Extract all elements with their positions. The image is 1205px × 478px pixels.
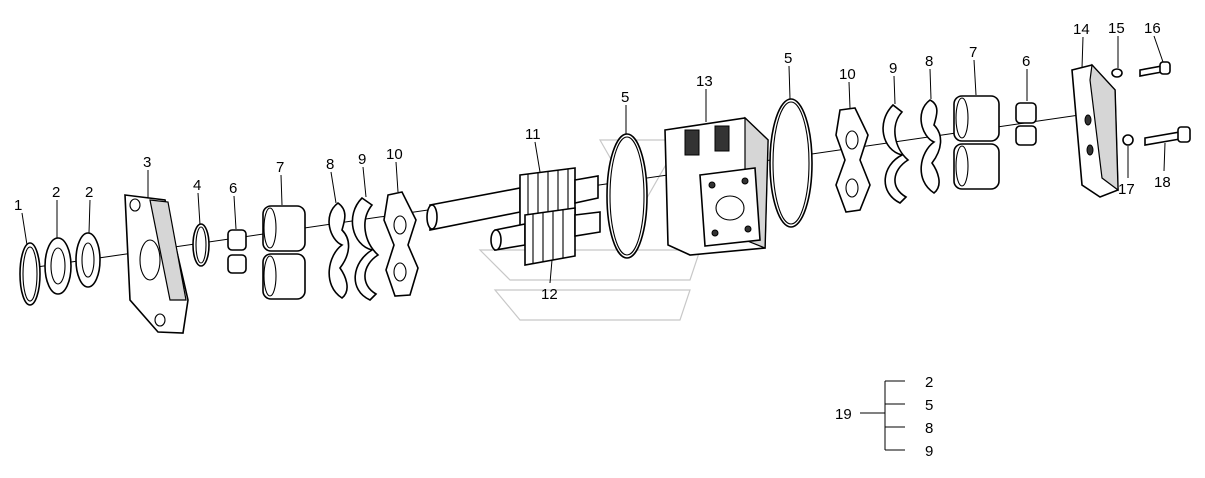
- part-6-bushing: [227, 229, 247, 274]
- callout: 1: [14, 197, 22, 214]
- callout: 9: [358, 151, 366, 168]
- part-5-o-ring: [606, 133, 648, 259]
- callout: 18: [1154, 174, 1171, 191]
- callout: 2: [52, 184, 60, 201]
- callout: 10: [839, 66, 856, 83]
- callout: 12: [541, 286, 558, 303]
- part-16-bolt: [1139, 61, 1171, 77]
- callout: 16: [1144, 20, 1161, 37]
- part-4-o-ring: [192, 223, 210, 267]
- callout: 7: [276, 159, 284, 176]
- part-10-wear-plate-second: [835, 107, 871, 213]
- part-18-bolt: [1144, 126, 1191, 146]
- callout: 4: [193, 177, 201, 194]
- part-6-bushing-second: [1015, 102, 1037, 146]
- callout: 11: [525, 126, 541, 143]
- part-5-o-ring-second: [769, 98, 813, 228]
- part-15-washer: [1111, 68, 1123, 78]
- callout: 2: [85, 184, 93, 201]
- part-7-bearing-second: [953, 95, 1000, 190]
- part-10-wear-plate: [383, 191, 419, 297]
- callout: 8: [326, 156, 334, 173]
- leader-lines: [21, 35, 1166, 284]
- part-17-washer: [1122, 134, 1134, 146]
- callout: 10: [386, 146, 403, 163]
- callout: 3: [143, 154, 151, 171]
- part-14-back-cover: [1071, 63, 1119, 198]
- callout-labels: 1 2 2 3 4 6 7 8 9 10 11 12 5 13 5 10 9 8…: [14, 20, 1171, 303]
- part-3-end-cover: [124, 194, 189, 334]
- part-13-gear-housing: [664, 116, 769, 256]
- callout: 5: [784, 50, 792, 67]
- legend-item: 9: [925, 443, 933, 460]
- part-12-driven-gear: [490, 207, 601, 266]
- callout: 5: [621, 89, 629, 106]
- legend-item: 5: [925, 397, 933, 414]
- callout: 15: [1108, 20, 1125, 37]
- callout: 6: [1022, 53, 1030, 70]
- part-2-seal-second: [75, 232, 101, 288]
- callout: 14: [1073, 21, 1090, 38]
- callout: 7: [969, 44, 977, 61]
- part-1-snap-ring: [19, 242, 41, 306]
- callout: 13: [696, 73, 713, 90]
- kit-legend: 19 2 5 8 9: [835, 374, 933, 460]
- legend-item: 2: [925, 374, 933, 391]
- callout: 6: [229, 180, 237, 197]
- part-2-seal: [44, 237, 72, 295]
- part-9-backup-ring-second: [882, 103, 910, 204]
- legend-group-label: 19: [835, 406, 852, 423]
- callout: 17: [1118, 181, 1135, 198]
- callout: 8: [925, 53, 933, 70]
- part-7-bearing: [262, 205, 306, 300]
- part-9-backup-ring: [351, 196, 380, 301]
- legend-item: 8: [925, 420, 933, 437]
- part-8-seal: [328, 202, 350, 299]
- part-8-seal-second: [920, 99, 942, 194]
- callout: 9: [889, 60, 897, 77]
